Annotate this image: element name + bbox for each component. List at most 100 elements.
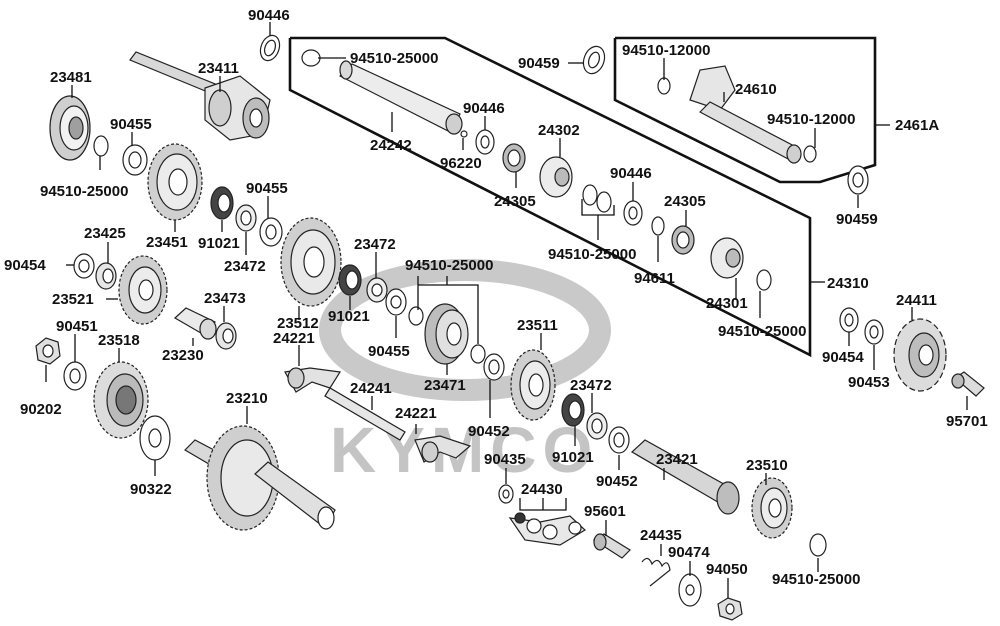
circlip-94510-12000-upper (657, 77, 671, 95)
washer-90454-left (73, 253, 95, 279)
group-frame-2461A (613, 36, 877, 184)
label-2461A: 2461A (895, 117, 939, 134)
label-90435: 90435 (484, 451, 526, 468)
group-frame-24310 (288, 36, 812, 358)
label-90455-mid: 90455 (246, 180, 288, 197)
washer-23472-left (235, 204, 257, 232)
washer-90452-right (608, 426, 630, 454)
circlip-94510-top (301, 49, 321, 67)
circlip-94510-clutch (470, 344, 486, 364)
splined-ring-90455-left (122, 144, 148, 176)
label-24411: 24411 (896, 292, 937, 309)
label-94611: 94611 (634, 270, 675, 287)
label-23421: 23421 (656, 451, 698, 468)
label-90454-right: 90454 (822, 349, 864, 366)
washer-90435 (498, 484, 514, 504)
label-94510-25000-mid: 94510-25000 (405, 257, 493, 274)
label-24435: 24435 (640, 527, 682, 544)
gear-23511 (510, 349, 556, 421)
label-24310: 24310 (827, 275, 869, 292)
label-94510-25000-frame-bottom: 94510-25000 (718, 323, 806, 340)
label-90455-left: 90455 (110, 116, 152, 133)
label-23510: 23510 (746, 457, 788, 474)
washer-90452-mid (483, 353, 505, 381)
label-91021-mid: 91021 (328, 308, 370, 325)
washer-23472-mid (366, 277, 388, 303)
part-labels: 90446 94510-25000 90459 94510-12000 2348… (4, 7, 988, 588)
shaft-23210 (184, 425, 336, 531)
shaft-24242 (338, 60, 463, 135)
label-23471: 23471 (424, 377, 466, 394)
spring-24435 (641, 557, 671, 587)
label-90446-mid: 90446 (463, 100, 505, 117)
circlip-94510-12000-lower (803, 145, 817, 163)
shift-fork-24221-upper (284, 367, 342, 393)
label-23230: 23230 (162, 347, 204, 364)
label-91021-right: 91021 (552, 449, 594, 466)
spring-24305-upper (502, 143, 526, 173)
label-90459-top: 90459 (518, 55, 560, 72)
pin-96220 (460, 130, 468, 138)
label-24430: 24430 (521, 481, 563, 498)
washer-90454-right (839, 307, 859, 333)
label-23473: 23473 (204, 290, 246, 307)
shaft-23421 (630, 439, 740, 515)
label-90474: 90474 (668, 544, 710, 561)
label-90202: 90202 (20, 401, 62, 418)
label-24221-lower: 24221 (395, 405, 437, 422)
circlip-94510-pair-a (582, 184, 598, 206)
gear-23512 (280, 217, 342, 307)
label-90451: 90451 (56, 318, 98, 335)
washer-90446-top (259, 34, 281, 62)
label-90446-top: 90446 (248, 7, 290, 24)
leader-lines (45, 22, 968, 598)
gear-23451 (147, 143, 203, 221)
needle-bearing-91021-right (561, 393, 585, 427)
label-90446-right: 90446 (610, 165, 652, 182)
shaft-23411 (129, 51, 271, 141)
label-24610: 24610 (735, 81, 777, 98)
circlip-94510-bottom (809, 533, 827, 557)
label-24305-lower: 24305 (664, 193, 706, 210)
dog-clutch-23471 (424, 303, 469, 365)
collar-23473 (215, 322, 237, 350)
bolt-95601 (592, 533, 631, 559)
label-23210: 23210 (226, 390, 268, 407)
label-90459-right: 90459 (836, 211, 878, 228)
circlip-94510-pair-b (596, 191, 612, 213)
label-24242: 24242 (370, 137, 412, 154)
label-94510-25000-top: 94510-25000 (350, 50, 438, 67)
gear-23521 (118, 255, 168, 325)
shift-fork-24221-lower (414, 435, 472, 463)
label-23411: 23411 (198, 60, 239, 77)
label-23521: 23521 (52, 291, 94, 308)
label-90455-right: 90455 (368, 343, 410, 360)
label-94510-25000-left: 94510-25000 (40, 183, 128, 200)
label-23472-left: 23472 (224, 258, 266, 275)
label-96220: 96220 (440, 155, 482, 172)
label-90453: 90453 (848, 374, 890, 391)
circlip-94510-frame-bottom (756, 269, 772, 291)
label-24302: 24302 (538, 122, 580, 139)
gear-23518 (93, 361, 149, 439)
label-94510-25000-bottom: 94510-25000 (772, 571, 860, 588)
washer-90459-right (847, 165, 869, 195)
detent-lever-24430 (508, 512, 586, 546)
label-23481: 23481 (50, 69, 92, 86)
washer-90322 (139, 415, 171, 461)
needle-bearing-91021-mid (338, 264, 362, 296)
label-94510-12000-upper: 94510-12000 (622, 42, 710, 59)
washer-90453 (864, 319, 884, 345)
bushing-23230 (173, 307, 217, 340)
label-23472-mid: 23472 (354, 236, 396, 253)
label-95701: 95701 (946, 413, 988, 430)
brand-watermark: KYMCO (319, 259, 611, 486)
nut-94050 (717, 597, 743, 621)
washer-90446-mid (475, 129, 495, 155)
label-90454-left: 90454 (4, 257, 46, 274)
gear-23510 (751, 477, 793, 539)
shift-rod-24241 (324, 387, 406, 441)
washer-90446-right (623, 200, 643, 226)
circlip-94510-left (93, 135, 109, 157)
